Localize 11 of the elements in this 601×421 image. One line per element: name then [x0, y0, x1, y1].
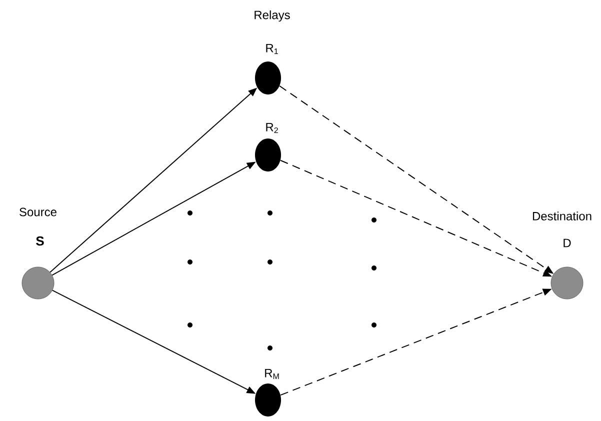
relay-node: R$_{M}$ [255, 368, 281, 416]
relay-node: R$_{2}$ [255, 122, 281, 172]
relay-node: R$_{1}$ [255, 44, 281, 94]
node-label: D [564, 238, 571, 248]
group-label: Relays [254, 10, 290, 22]
node-label: R$_{1}$ [266, 44, 278, 54]
node-label: R$_{2}$ [266, 122, 278, 134]
node-label: Source [20, 208, 56, 216]
node-label: R$_{M}$ [265, 368, 279, 380]
node-label: S [36, 236, 44, 246]
node-label: Destination [532, 212, 592, 220]
